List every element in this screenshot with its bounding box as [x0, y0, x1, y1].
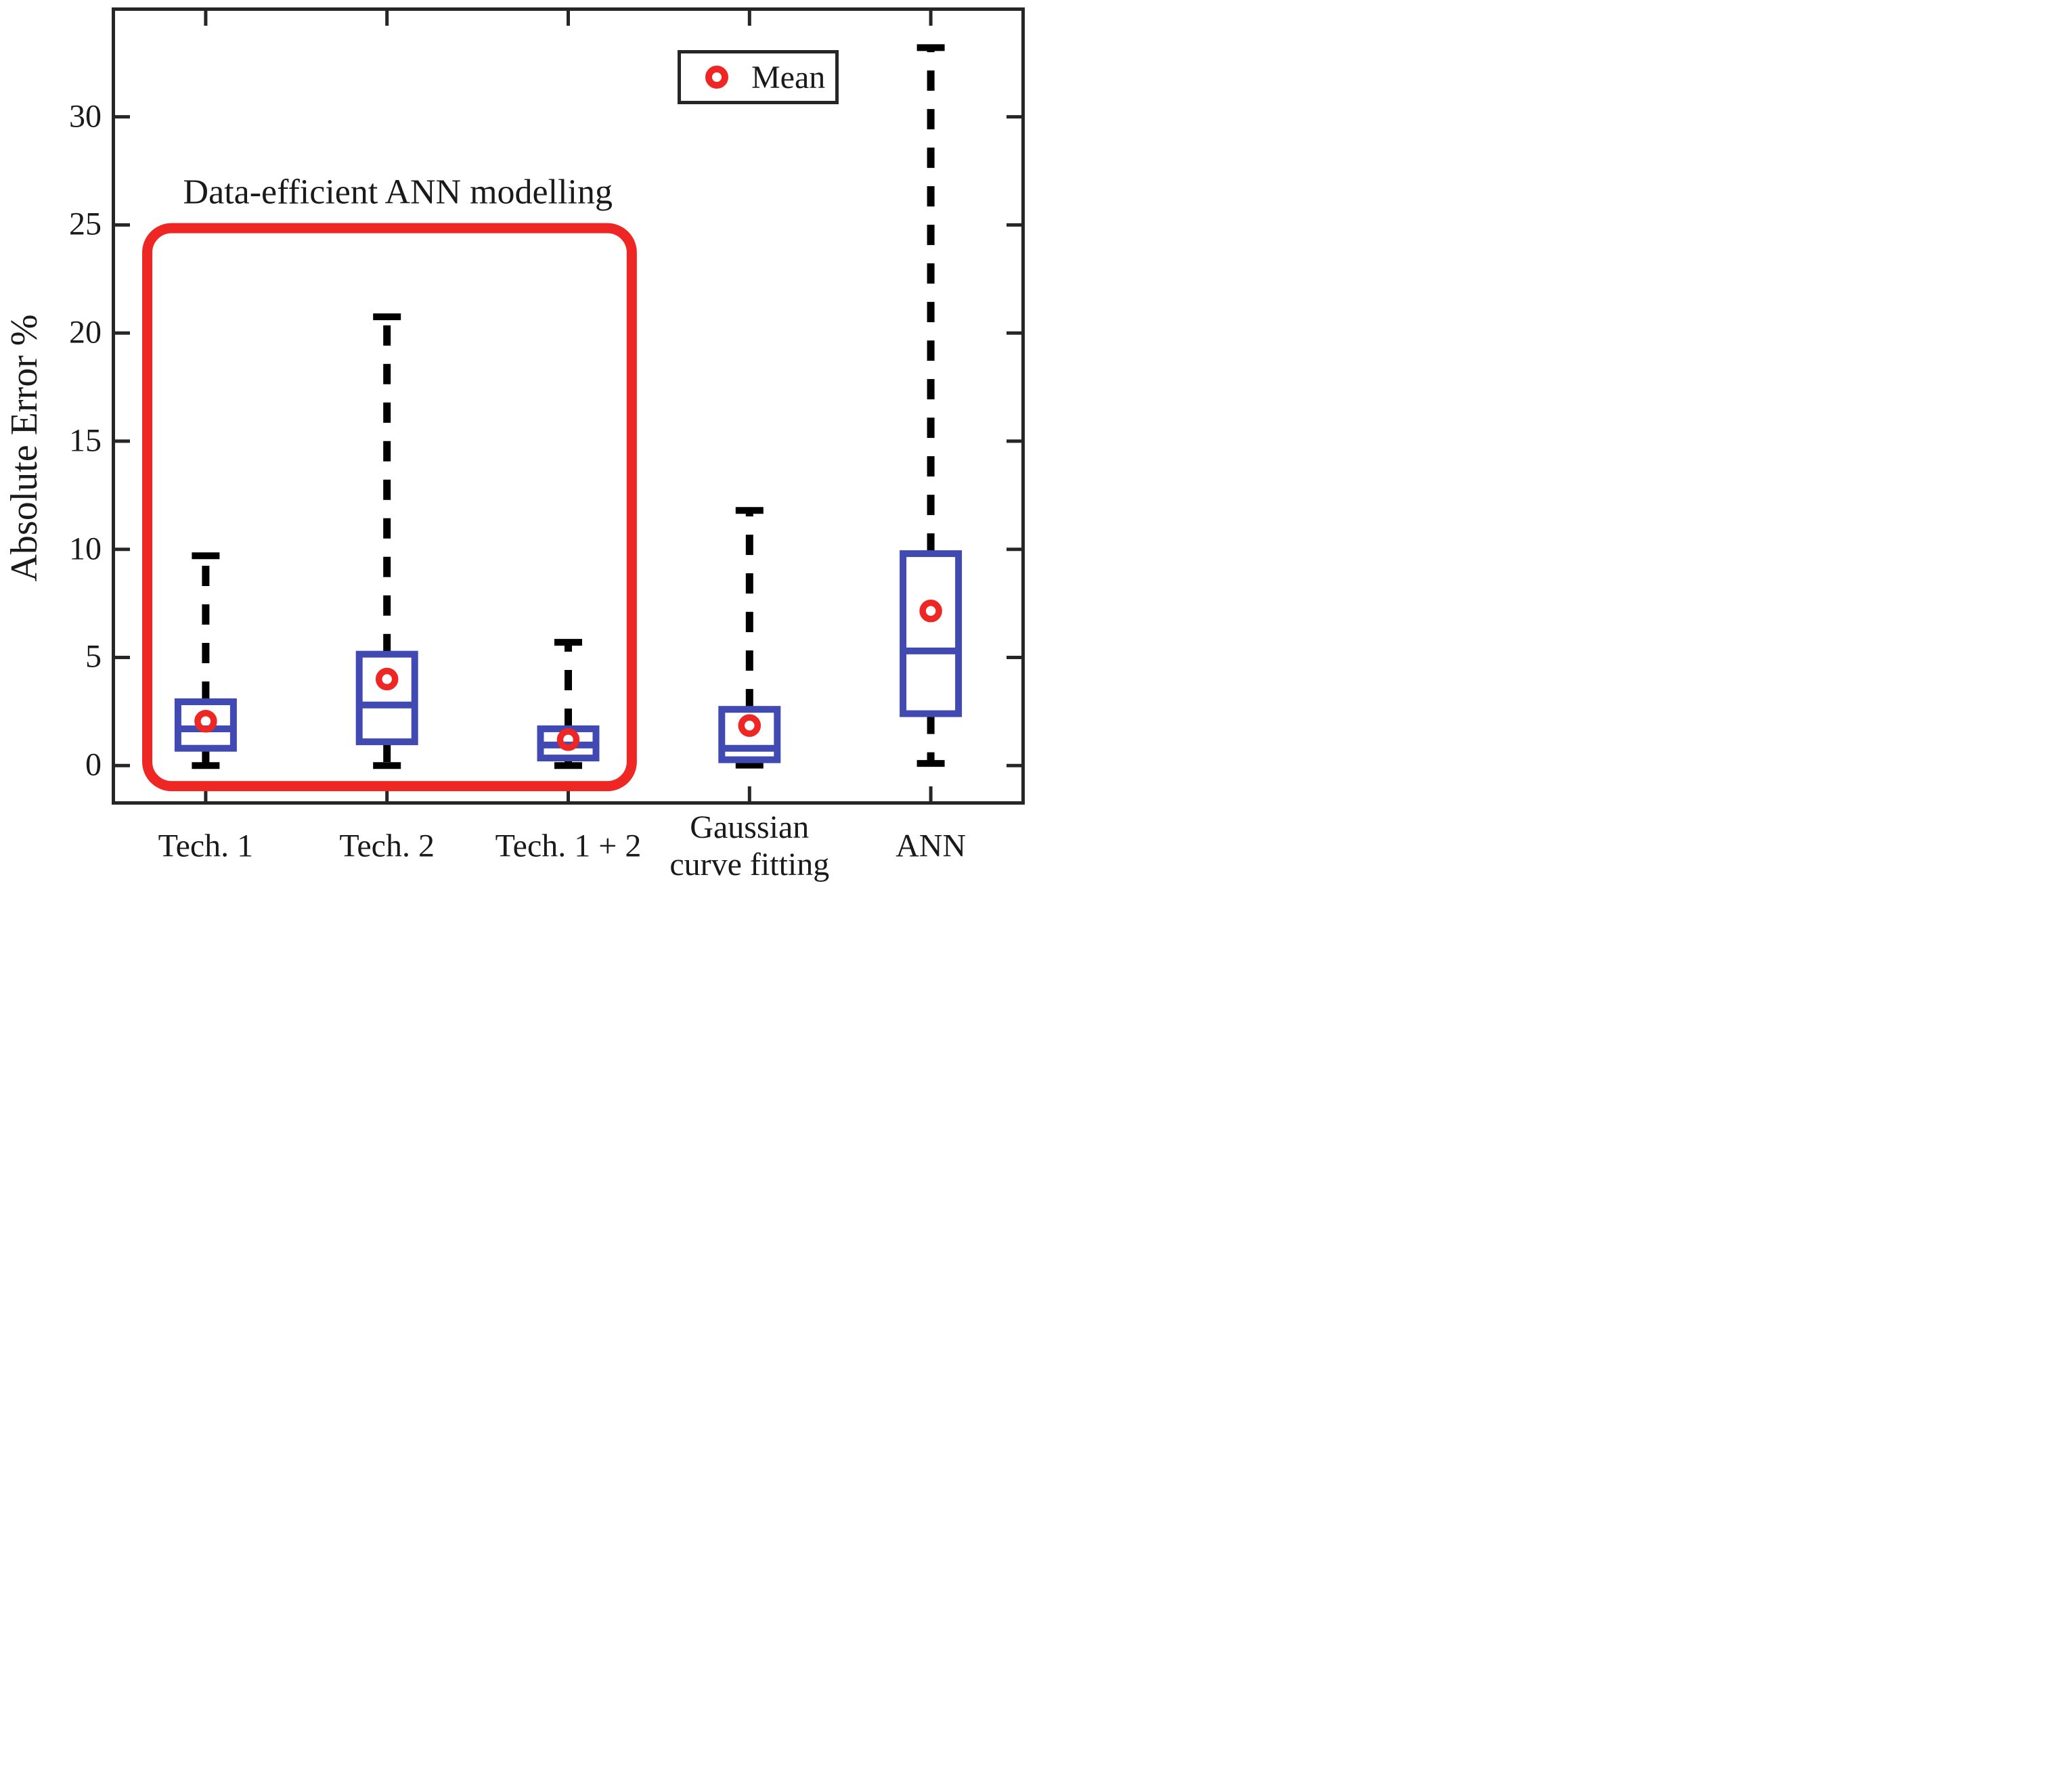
- annotation-box: [142, 223, 637, 792]
- y-tick-label-25: 25: [69, 206, 102, 242]
- boxplot-tech-1-2: [537, 639, 600, 769]
- boxplot-gaussian-curve-fitting: [718, 507, 781, 769]
- x-tick-label-gaussian-curve-fitting: Gaussian curve fitting: [669, 809, 830, 882]
- mean-marker: [738, 714, 761, 737]
- x-tick-label-ann: ANN: [896, 828, 967, 864]
- y-tick-label-5: 5: [85, 638, 102, 675]
- y-axis-label: Absolute Error %: [3, 314, 45, 582]
- y-tick-label-30: 30: [69, 97, 102, 134]
- x-tick-label-tech-1-2: Tech. 1 + 2: [495, 828, 642, 864]
- mean-marker: [194, 710, 217, 733]
- mean-marker-icon: [705, 66, 728, 89]
- iqr-box: [718, 706, 781, 763]
- boxplot-figure: Absolute Error % 0 5 10 15 20 25 30 Tech. 1 Tec…: [0, 0, 1028, 896]
- y-tick-label-20: 20: [69, 314, 102, 351]
- iqr-box: [355, 650, 418, 746]
- boxplot-ann: [900, 44, 963, 767]
- mean-marker: [919, 600, 942, 623]
- boxplot-canvas: [115, 11, 1021, 801]
- legend-label: Mean: [751, 59, 826, 95]
- x-tick-label-tech-2: Tech. 2: [339, 828, 435, 864]
- y-tick-label-10: 10: [69, 531, 102, 567]
- iqr-box: [900, 550, 963, 717]
- y-tick-label-0: 0: [85, 746, 102, 783]
- legend: Mean: [678, 50, 839, 104]
- mean-marker: [375, 667, 399, 691]
- y-tick-label-15: 15: [69, 422, 102, 459]
- iqr-box: [174, 698, 237, 752]
- annotation-text: Data-efficient ANN modelling: [183, 173, 613, 212]
- mean-marker: [556, 728, 580, 751]
- boxplot-tech-2: [355, 313, 418, 769]
- x-tick-label-tech-1: Tech. 1: [158, 828, 254, 864]
- plot-area: [112, 7, 1025, 805]
- boxplot-tech-1: [174, 552, 237, 769]
